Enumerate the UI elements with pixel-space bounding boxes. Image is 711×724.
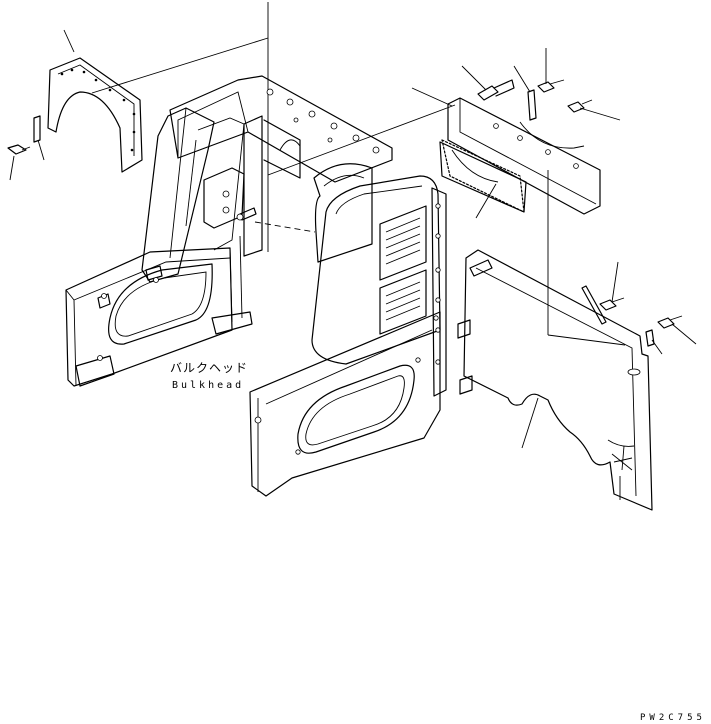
left-clip-and-rivet	[7, 115, 45, 181]
leader-upper-center	[411, 87, 453, 107]
drawing-code: PW2C755	[640, 713, 706, 723]
rivet-right-sheet-a	[599, 261, 625, 311]
clip-upper-right	[513, 65, 537, 121]
part-name-jp: バルクヘッド	[170, 361, 248, 375]
part-name-en: Bulkhead	[172, 380, 244, 391]
bulkhead-main-frame	[65, 75, 393, 387]
bolt-upper-center	[461, 65, 515, 101]
reference-lines	[91, 2, 626, 346]
top-right-plate	[439, 97, 601, 215]
part-label: バルクヘッド Bulkhead	[170, 361, 248, 391]
rod-right-sheet	[581, 285, 607, 325]
inner-bracket-bolt	[236, 207, 257, 221]
clip-right-sheet	[645, 329, 663, 355]
leader-right-plate	[475, 183, 497, 219]
upper-left-seal	[47, 29, 143, 173]
insulation-sheet	[457, 249, 653, 511]
rivet-upper-right-a	[537, 48, 565, 93]
center-right-panel	[249, 163, 447, 497]
rivet-right-sheet-b	[657, 315, 697, 345]
rivet-upper-right-b	[567, 99, 621, 121]
